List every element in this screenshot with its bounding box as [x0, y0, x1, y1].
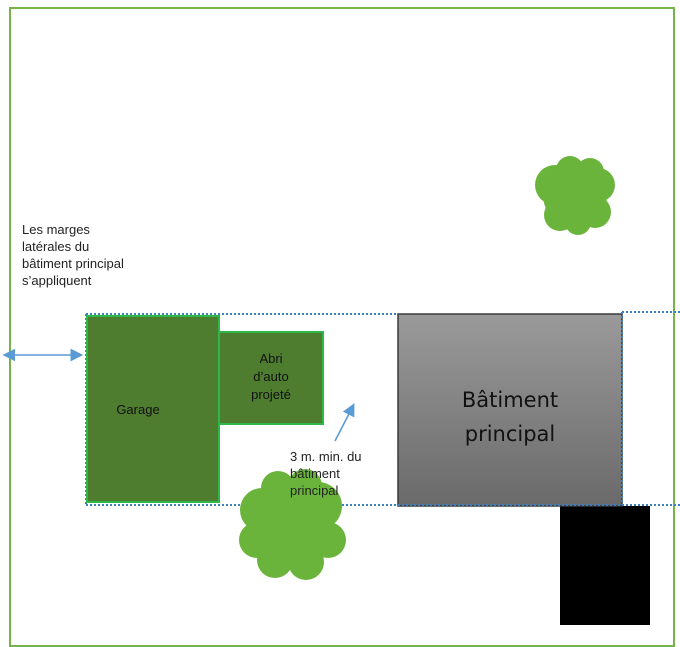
- main-building: [397, 313, 623, 507]
- garage-label: Garage: [116, 402, 160, 417]
- distance-note-line: bâtiment: [290, 466, 340, 481]
- side-margin-note: Les marges latérales du bâtiment princip…: [22, 221, 182, 289]
- distance-note: 3 m. min. du bâtiment principal: [290, 448, 380, 499]
- main-building-label-line: principal: [464, 422, 556, 446]
- carport-label-line: Abri: [259, 351, 283, 366]
- carport-label: Abri d’auto projeté: [222, 350, 320, 404]
- tree-icon: [239, 469, 346, 580]
- margin-note-line: Les marges: [22, 222, 90, 237]
- distance-note-line: 3 m. min. du: [290, 449, 362, 464]
- margin-note-line: bâtiment principal: [22, 256, 124, 271]
- diagonal-arrow-icon: [334, 403, 355, 442]
- driveway: [560, 506, 650, 625]
- carport-label-line: d’auto: [253, 369, 289, 384]
- margin-note-line: s’appliquent: [22, 273, 92, 288]
- site-plan: [2, 156, 680, 625]
- distance-note-line: principal: [290, 483, 339, 498]
- tree-icon: [535, 156, 615, 235]
- carport: [218, 331, 324, 425]
- carport-label-line: projeté: [251, 387, 291, 402]
- margin-note-line: latérales du: [22, 239, 90, 254]
- main-building-label: Bâtiment principal: [398, 383, 622, 451]
- main-building-label-line: Bâtiment: [461, 388, 559, 412]
